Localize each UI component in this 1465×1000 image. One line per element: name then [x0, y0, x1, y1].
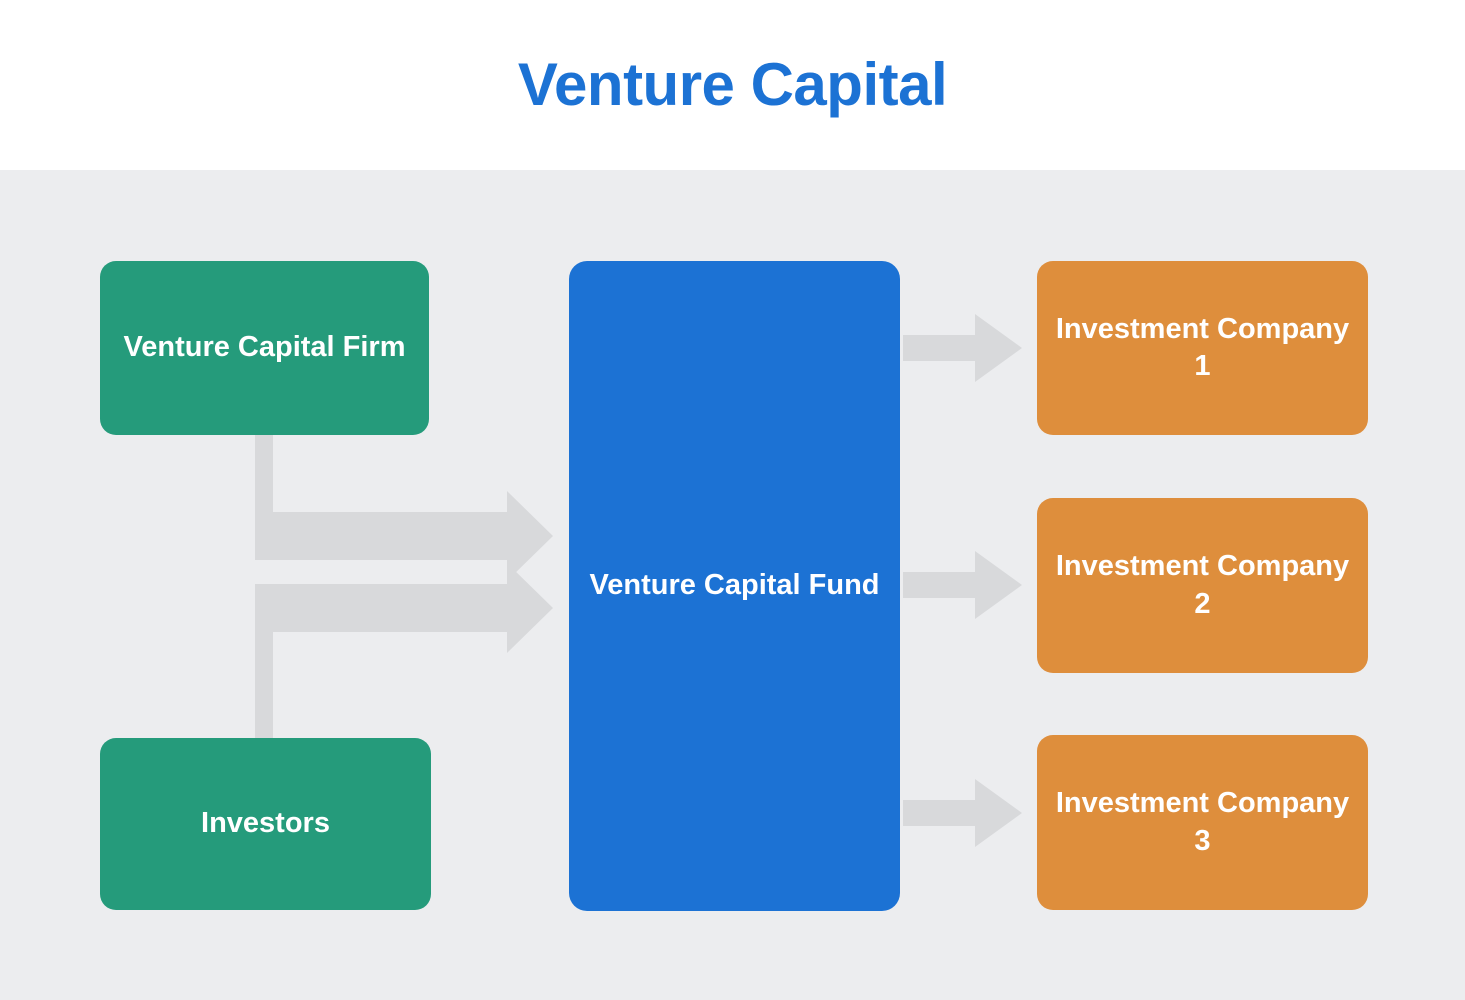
node-investors[interactable]: Investors: [100, 738, 431, 910]
node-investment-company-1[interactable]: Investment Company 1: [1037, 261, 1368, 435]
page-title: Venture Capital: [517, 51, 948, 118]
node-label: Venture Capital Fund: [589, 569, 880, 602]
header-band: Venture Capital: [0, 0, 1465, 170]
node-label: Venture Capital Firm: [123, 331, 406, 364]
node-label: Investment Company 2: [1055, 550, 1350, 620]
node-venture-capital-firm[interactable]: Venture Capital Firm: [100, 261, 429, 435]
node-venture-capital-fund[interactable]: Venture Capital Fund: [569, 261, 900, 911]
node-label: Investors: [201, 807, 330, 840]
node-investment-company-3[interactable]: Investment Company 3: [1037, 735, 1368, 910]
node-investment-company-2[interactable]: Investment Company 2: [1037, 498, 1368, 673]
node-label: Investment Company 3: [1055, 787, 1350, 857]
node-label: Investment Company 1: [1055, 312, 1350, 382]
